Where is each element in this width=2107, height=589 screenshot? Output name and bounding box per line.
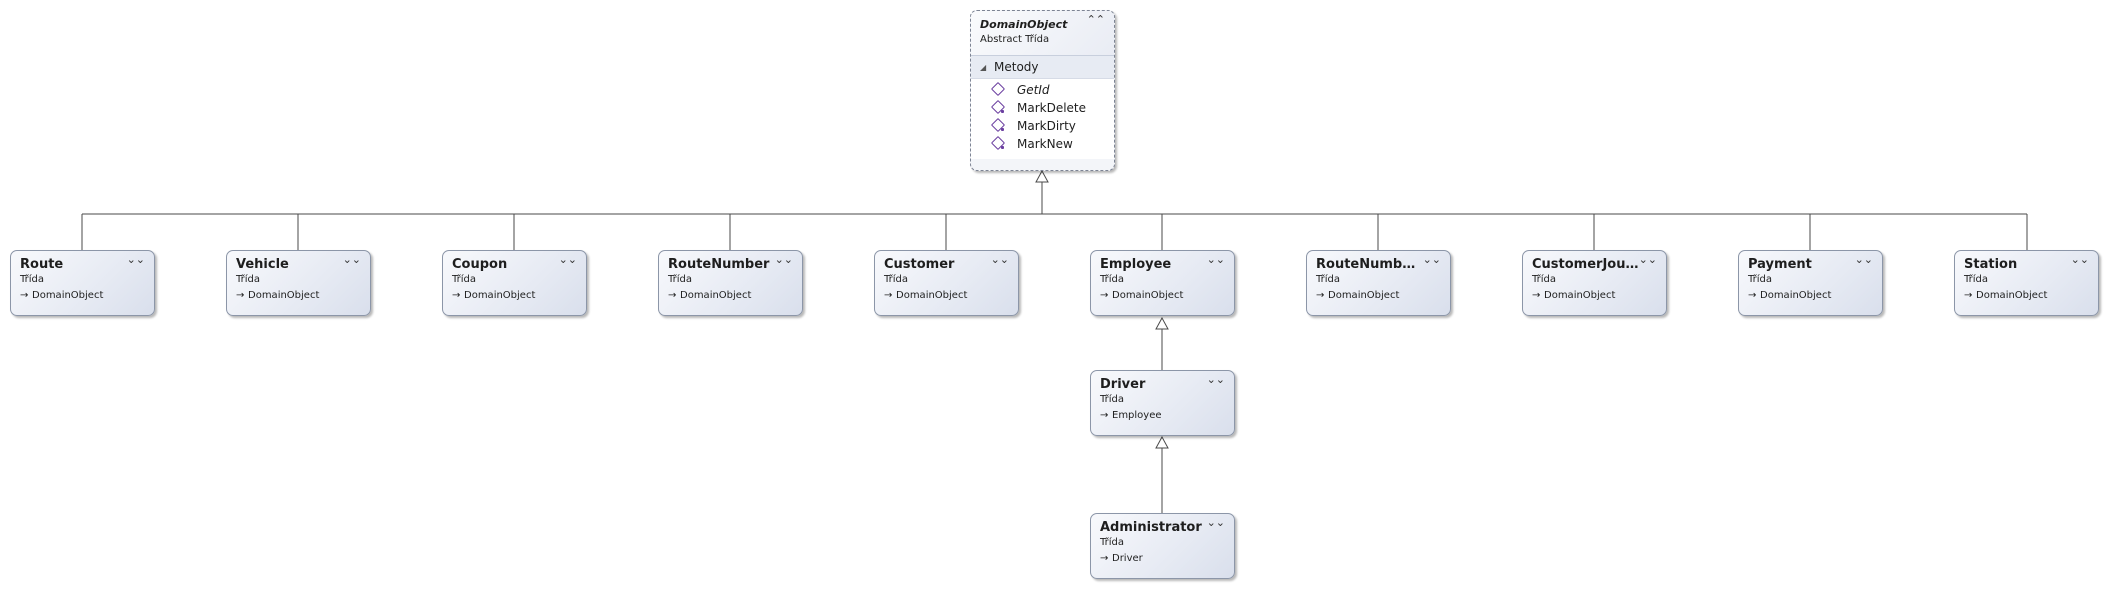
section-label: Metody bbox=[994, 60, 1039, 74]
methods-list: GetId MarkDelete MarkDirty MarkNew bbox=[971, 79, 1114, 159]
protected-method-icon bbox=[990, 135, 1011, 151]
method-item[interactable]: MarkNew bbox=[971, 135, 1114, 153]
class-header: DomainObject Abstract Třída ⌃⌃ bbox=[971, 11, 1114, 56]
base-class-name: DomainObject bbox=[896, 290, 968, 301]
chevron-down-double-icon[interactable]: ⌄⌄ bbox=[1422, 253, 1441, 266]
base-class-name: Driver bbox=[1112, 553, 1143, 564]
protected-method-icon bbox=[990, 117, 1011, 133]
class-box-coupon[interactable]: Coupon Třída →DomainObject ⌄⌄ bbox=[442, 250, 587, 316]
arrow-right-icon: → bbox=[20, 290, 29, 301]
class-box-vehicle[interactable]: Vehicle Třída →DomainObject ⌄⌄ bbox=[226, 250, 371, 316]
base-class-name: DomainObject bbox=[248, 290, 320, 301]
base-class: →Employee bbox=[1100, 409, 1225, 423]
method-item[interactable]: GetId bbox=[971, 81, 1114, 99]
class-kind: Třída bbox=[1100, 274, 1125, 285]
method-name: GetId bbox=[1017, 83, 1050, 97]
arrow-right-icon: → bbox=[1100, 553, 1109, 564]
base-class-name: DomainObject bbox=[680, 290, 752, 301]
class-box-payment[interactable]: Payment Třída →DomainObject ⌄⌄ bbox=[1738, 250, 1883, 316]
base-class-name: DomainObject bbox=[32, 290, 104, 301]
arrow-right-icon: → bbox=[668, 290, 677, 301]
class-box-station[interactable]: Station Třída →DomainObject ⌄⌄ bbox=[1954, 250, 2099, 316]
class-kind: Třída bbox=[1316, 274, 1341, 285]
chevron-down-double-icon[interactable]: ⌄⌄ bbox=[990, 253, 1009, 266]
method-name: MarkNew bbox=[1017, 137, 1073, 151]
chevron-down-double-icon[interactable]: ⌄⌄ bbox=[2070, 253, 2089, 266]
base-class: →DomainObject bbox=[668, 289, 793, 303]
class-kind: Třída bbox=[1964, 274, 1989, 285]
base-class: →DomainObject bbox=[1100, 289, 1225, 303]
arrow-right-icon: → bbox=[236, 290, 245, 301]
class-kind: Třída bbox=[1532, 274, 1557, 285]
chevron-down-double-icon[interactable]: ⌄⌄ bbox=[1206, 373, 1225, 386]
base-class-name: DomainObject bbox=[1112, 290, 1184, 301]
method-item[interactable]: MarkDirty bbox=[971, 117, 1114, 135]
chevron-down-double-icon[interactable]: ⌄⌄ bbox=[342, 253, 361, 266]
inheritance-arrowhead-icon bbox=[1155, 316, 1169, 330]
arrow-right-icon: → bbox=[1748, 290, 1757, 301]
class-kind: Třída bbox=[20, 274, 45, 285]
class-box-employee[interactable]: Employee Třída →DomainObject ⌄⌄ bbox=[1090, 250, 1235, 316]
arrow-right-icon: → bbox=[1964, 290, 1973, 301]
base-class-name: DomainObject bbox=[1328, 290, 1400, 301]
method-name: MarkDelete bbox=[1017, 101, 1087, 115]
triangle-down-icon: ◢ bbox=[980, 62, 987, 72]
chevron-down-double-icon[interactable]: ⌄⌄ bbox=[1206, 253, 1225, 266]
chevron-down-double-icon[interactable]: ⌄⌄ bbox=[1638, 253, 1657, 266]
arrow-right-icon: → bbox=[1532, 290, 1541, 301]
method-item[interactable]: MarkDelete bbox=[971, 99, 1114, 117]
class-box-customerjourney[interactable]: CustomerJourney Třída →DomainObject ⌄⌄ bbox=[1522, 250, 1667, 316]
base-class: →DomainObject bbox=[452, 289, 577, 303]
class-kind: Třída bbox=[1100, 394, 1125, 405]
class-box-domainobject[interactable]: DomainObject Abstract Třída ⌃⌃ ◢ Metody … bbox=[970, 10, 1115, 171]
class-kind: Třída bbox=[452, 274, 477, 285]
base-class: →DomainObject bbox=[20, 289, 145, 303]
class-box-routenumber[interactable]: RouteNumber Třída →DomainObject ⌄⌄ bbox=[658, 250, 803, 316]
chevron-up-double-icon[interactable]: ⌃⌃ bbox=[1086, 13, 1105, 26]
base-class: →DomainObject bbox=[236, 289, 361, 303]
methods-section-header[interactable]: ◢ Metody bbox=[971, 56, 1114, 79]
inheritance-arrowhead-icon bbox=[1155, 435, 1169, 449]
base-class: →DomainObject bbox=[1532, 289, 1657, 303]
base-class-name: Employee bbox=[1112, 410, 1162, 421]
base-class: →DomainObject bbox=[1316, 289, 1441, 303]
base-class: →DomainObject bbox=[1748, 289, 1873, 303]
base-class: →DomainObject bbox=[1964, 289, 2089, 303]
base-class-name: DomainObject bbox=[464, 290, 536, 301]
class-kind: Abstract Třída bbox=[980, 34, 1050, 45]
chevron-down-double-icon[interactable]: ⌄⌄ bbox=[558, 253, 577, 266]
arrow-right-icon: → bbox=[1316, 290, 1325, 301]
base-class-name: DomainObject bbox=[1544, 290, 1616, 301]
arrow-right-icon: → bbox=[452, 290, 461, 301]
base-class: →DomainObject bbox=[884, 289, 1009, 303]
class-box-route[interactable]: Route Třída →DomainObject ⌄⌄ bbox=[10, 250, 155, 316]
chevron-down-double-icon[interactable]: ⌄⌄ bbox=[1854, 253, 1873, 266]
arrow-right-icon: → bbox=[1100, 290, 1109, 301]
chevron-down-double-icon[interactable]: ⌄⌄ bbox=[774, 253, 793, 266]
class-kind: Třída bbox=[668, 274, 693, 285]
base-class: →Driver bbox=[1100, 552, 1225, 566]
method-name: MarkDirty bbox=[1017, 119, 1076, 133]
class-box-customer[interactable]: Customer Třída →DomainObject ⌄⌄ bbox=[874, 250, 1019, 316]
base-class-name: DomainObject bbox=[1976, 290, 2048, 301]
class-kind: Třída bbox=[1100, 537, 1125, 548]
class-box-driver[interactable]: Driver Třída →Employee ⌄⌄ bbox=[1090, 370, 1235, 436]
base-class-name: DomainObject bbox=[1760, 290, 1832, 301]
chevron-down-double-icon[interactable]: ⌄⌄ bbox=[1206, 516, 1225, 529]
arrow-right-icon: → bbox=[884, 290, 893, 301]
arrow-right-icon: → bbox=[1100, 410, 1109, 421]
inheritance-arrowhead-icon bbox=[1035, 169, 1049, 183]
class-kind: Třída bbox=[236, 274, 261, 285]
protected-method-icon bbox=[990, 99, 1011, 115]
chevron-down-double-icon[interactable]: ⌄⌄ bbox=[126, 253, 145, 266]
method-icon bbox=[990, 81, 1011, 97]
class-kind: Třída bbox=[1748, 274, 1773, 285]
class-kind: Třída bbox=[884, 274, 909, 285]
class-box-administrator[interactable]: Administrator Třída →Driver ⌄⌄ bbox=[1090, 513, 1235, 579]
class-box-routenumberst[interactable]: RouteNumberSt... Třída →DomainObject ⌄⌄ bbox=[1306, 250, 1451, 316]
